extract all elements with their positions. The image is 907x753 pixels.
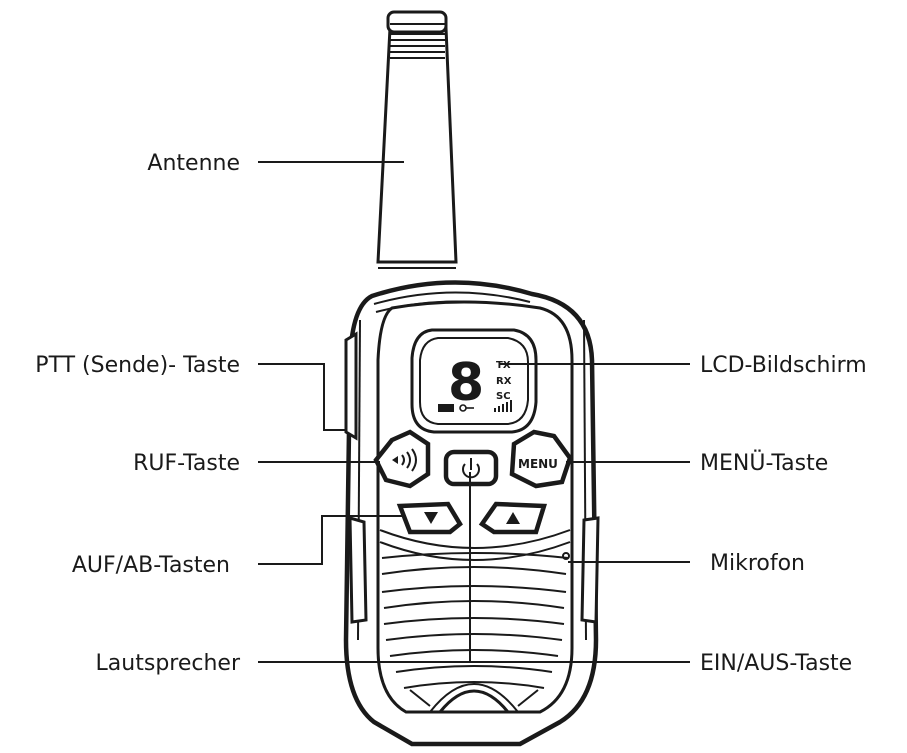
label-lcd: LCD-Bildschirm: [700, 353, 867, 378]
battery-icon: [438, 404, 454, 412]
lcd-screen: 8 TX RX SC: [410, 328, 538, 434]
label-speaker: Lautsprecher: [96, 651, 241, 676]
triangle-down-icon: [424, 512, 438, 524]
down-button[interactable]: [396, 501, 463, 535]
label-menu: MENÜ-Taste: [700, 450, 828, 476]
lcd-rx: RX: [496, 376, 512, 387]
signal-bars-icon: [494, 400, 512, 412]
label-ptt: PTT (Sende)- Taste: [35, 353, 240, 378]
label-antenna: Antenne: [147, 151, 240, 176]
triangle-up-icon: [506, 512, 520, 524]
lcd-sc: SC: [496, 391, 511, 402]
speaker-grille: [379, 529, 571, 714]
menu-button[interactable]: MENU: [509, 429, 573, 489]
key-lock-icon: [459, 404, 474, 412]
lcd-digit: 8: [448, 353, 484, 413]
label-call: RUF-Taste: [133, 451, 240, 476]
microphone-hole: [562, 552, 570, 560]
up-button[interactable]: [478, 501, 548, 535]
antenna: [376, 10, 458, 269]
lcd-tx: TX: [496, 360, 511, 371]
leader-lines: [258, 161, 690, 663]
call-button[interactable]: [373, 429, 431, 489]
call-waves-icon: [392, 448, 417, 472]
label-updown: AUF/AB-Tasten: [72, 553, 230, 578]
label-power: EIN/AUS-Taste: [700, 651, 852, 676]
menu-button-label: MENU: [518, 457, 558, 471]
label-mic: Mikrofon: [710, 551, 805, 576]
